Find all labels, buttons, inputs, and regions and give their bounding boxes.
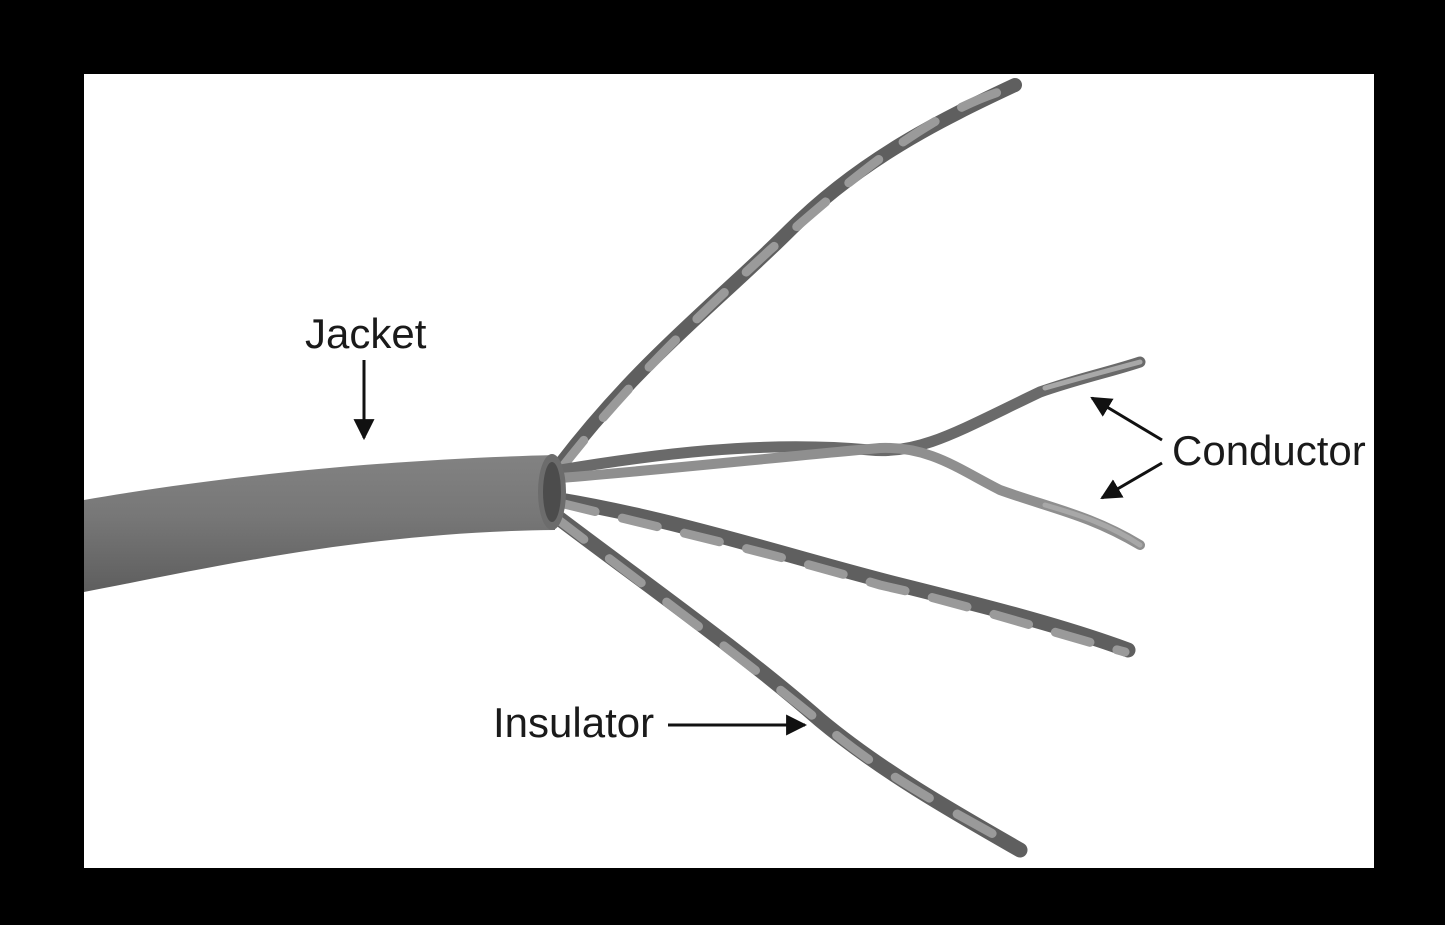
- conductor-label: Conductor: [1172, 427, 1366, 474]
- twisted-pair-3: [552, 492, 1136, 658]
- twisted-pair-1: [553, 78, 1022, 475]
- conductor-arrow-upper: [1090, 396, 1163, 442]
- cable-jacket: [84, 454, 566, 592]
- insulator-label: Insulator: [493, 699, 654, 746]
- conductor-arrow-lower: [1100, 461, 1163, 500]
- twisted-pair-2: [554, 356, 1146, 550]
- jacket-label: Jacket: [305, 310, 427, 357]
- twisted-pair-4: [540, 502, 1028, 858]
